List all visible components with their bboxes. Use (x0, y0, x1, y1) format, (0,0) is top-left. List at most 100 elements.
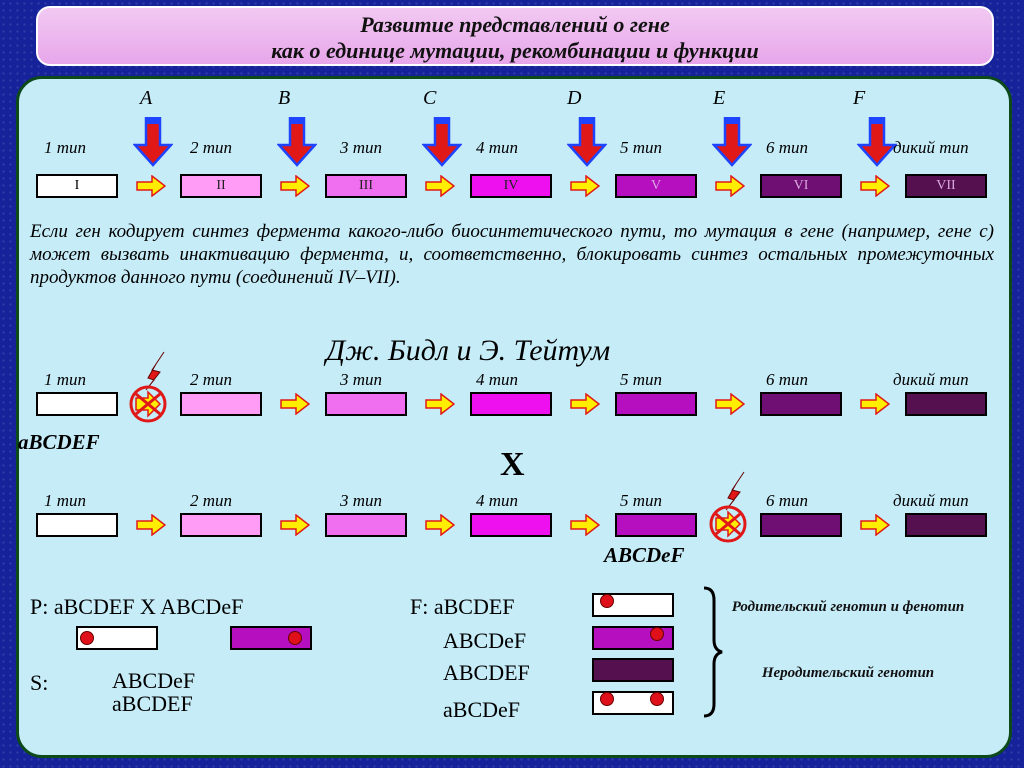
title-banner: Развитие представлений о гене как о един… (36, 6, 994, 66)
row2-type-label-2: 2 тип (190, 491, 233, 510)
row1-box-5 (615, 392, 697, 416)
cross-symbol: X (500, 446, 525, 483)
row0-type-label-6: 6 тип (766, 138, 809, 157)
letter-c: C (423, 87, 437, 109)
mutation-arrow-f (857, 117, 897, 167)
row2-box-3 (325, 513, 407, 537)
row0-type-label-1: 1 тип (44, 138, 87, 157)
row0-roman-7: VII (936, 178, 956, 193)
row2-block-icon (709, 471, 747, 543)
explanation-text: Если ген кодирует синтез фермента какого… (30, 221, 994, 288)
row1-type-label-4: 4 тип (476, 370, 519, 389)
row0-box-3: III (325, 174, 407, 198)
row0-type-label-3: 3 тип (340, 138, 383, 157)
letter-b: B (278, 87, 291, 109)
row0-box-6: VI (760, 174, 842, 198)
offspring-genotype-2: ABCDeF (443, 628, 527, 653)
gamete-2: aBCDEF (112, 691, 193, 716)
offspring-dot-4b (650, 692, 664, 706)
brace-icon (703, 586, 723, 718)
row2-type-label-1: 1 тип (44, 491, 87, 510)
row2-flow-arrow-2 (280, 514, 310, 536)
row1-flow-arrow-4 (570, 393, 600, 415)
row1-type-label-7: дикий тип (893, 370, 969, 389)
row0-roman-6: VI (793, 178, 809, 193)
row1-flow-arrow-5 (715, 393, 745, 415)
row2-type-label-7: дикий тип (893, 491, 969, 510)
row2-box-2 (180, 513, 262, 537)
gametes-label: S: (30, 670, 49, 695)
row0-flow-arrow-3 (425, 175, 455, 197)
authors-heading: Дж. Бидл и Э. Тейтум (326, 334, 611, 367)
row1-flow-arrow-3 (425, 393, 455, 415)
row0-roman-4: IV (503, 178, 519, 193)
row0-roman-3: III (359, 178, 373, 193)
offspring-box-3 (592, 658, 674, 682)
offspring-dot-4a (600, 692, 614, 706)
row2-box-7 (905, 513, 987, 537)
row2-flow-arrow-1 (136, 514, 166, 536)
row2-type-label-3: 3 тип (340, 491, 383, 510)
row1-box-7 (905, 392, 987, 416)
row2-flow-arrow-6 (860, 514, 890, 536)
row2-box-6 (760, 513, 842, 537)
row0-roman-2: II (216, 178, 226, 193)
row1-flow-arrow-6 (860, 393, 890, 415)
row1-box-6 (760, 392, 842, 416)
row2-type-label-6: 6 тип (766, 491, 809, 510)
row0-flow-arrow-5 (715, 175, 745, 197)
row1-genotype: aBCDEF (18, 430, 100, 454)
row0-flow-arrow-6 (860, 175, 890, 197)
letter-e: E (713, 87, 726, 109)
row0-flow-arrow-1 (136, 175, 166, 197)
row1-type-label-5: 5 тип (620, 370, 663, 389)
row1-type-label-6: 6 тип (766, 370, 809, 389)
offspring-dot-2 (650, 627, 664, 641)
row0-type-label-4: 4 тип (476, 138, 519, 157)
gamete-1: ABCDeF (112, 668, 196, 693)
row0-type-label-7: дикий тип (893, 138, 969, 157)
title-line-2: как о единице мутации, рекомбинации и фу… (271, 38, 759, 63)
row1-flow-arrow-2 (280, 393, 310, 415)
row2-genotype: ABCDeF (604, 543, 685, 567)
row2-flow-arrow-4 (570, 514, 600, 536)
explanation-paragraph: Если ген кодирует синтез фермента какого… (30, 220, 994, 289)
letter-d: D (567, 87, 582, 109)
mutation-arrow-a (133, 117, 173, 167)
letter-f: F (853, 87, 866, 109)
mutation-arrow-c (422, 117, 462, 167)
parent1-dot (80, 631, 94, 645)
parents-line: P: aBCDEF X ABCDeF (30, 594, 244, 619)
offspring-genotype-4: aBCDeF (443, 697, 520, 722)
row1-type-label-3: 3 тип (340, 370, 383, 389)
mutation-arrow-b (277, 117, 317, 167)
row0-type-label-2: 2 тип (190, 138, 233, 157)
offspring-label: F: aBCDEF (410, 594, 515, 619)
row2-box-1 (36, 513, 118, 537)
row0-flow-arrow-4 (570, 175, 600, 197)
row0-box-5: V (615, 174, 697, 198)
parent2-dot (288, 631, 302, 645)
row2-type-label-5: 5 тип (620, 491, 663, 510)
row1-type-label-2: 2 тип (190, 370, 233, 389)
offspring-dot-1 (600, 594, 614, 608)
offspring-genotype-3: ABCDEF (443, 660, 530, 685)
row1-type-label-1: 1 тип (44, 370, 87, 389)
row0-roman-1: I (74, 178, 80, 193)
mutation-arrow-e (712, 117, 752, 167)
row1-block-icon (129, 351, 167, 423)
row0-flow-arrow-2 (280, 175, 310, 197)
row1-box-1 (36, 392, 118, 416)
row2-flow-arrow-3 (425, 514, 455, 536)
row1-box-3 (325, 392, 407, 416)
row0-box-7: VII (905, 174, 987, 198)
letter-a: A (140, 87, 153, 109)
row1-box-4 (470, 392, 552, 416)
row0-box-4: IV (470, 174, 552, 198)
row1-box-2 (180, 392, 262, 416)
mutation-arrow-d (567, 117, 607, 167)
row2-type-label-4: 4 тип (476, 491, 519, 510)
title-line-1: Развитие представлений о гене (360, 12, 670, 37)
note-nonparental: Неродительский генотип (761, 665, 935, 681)
row2-box-5 (615, 513, 697, 537)
